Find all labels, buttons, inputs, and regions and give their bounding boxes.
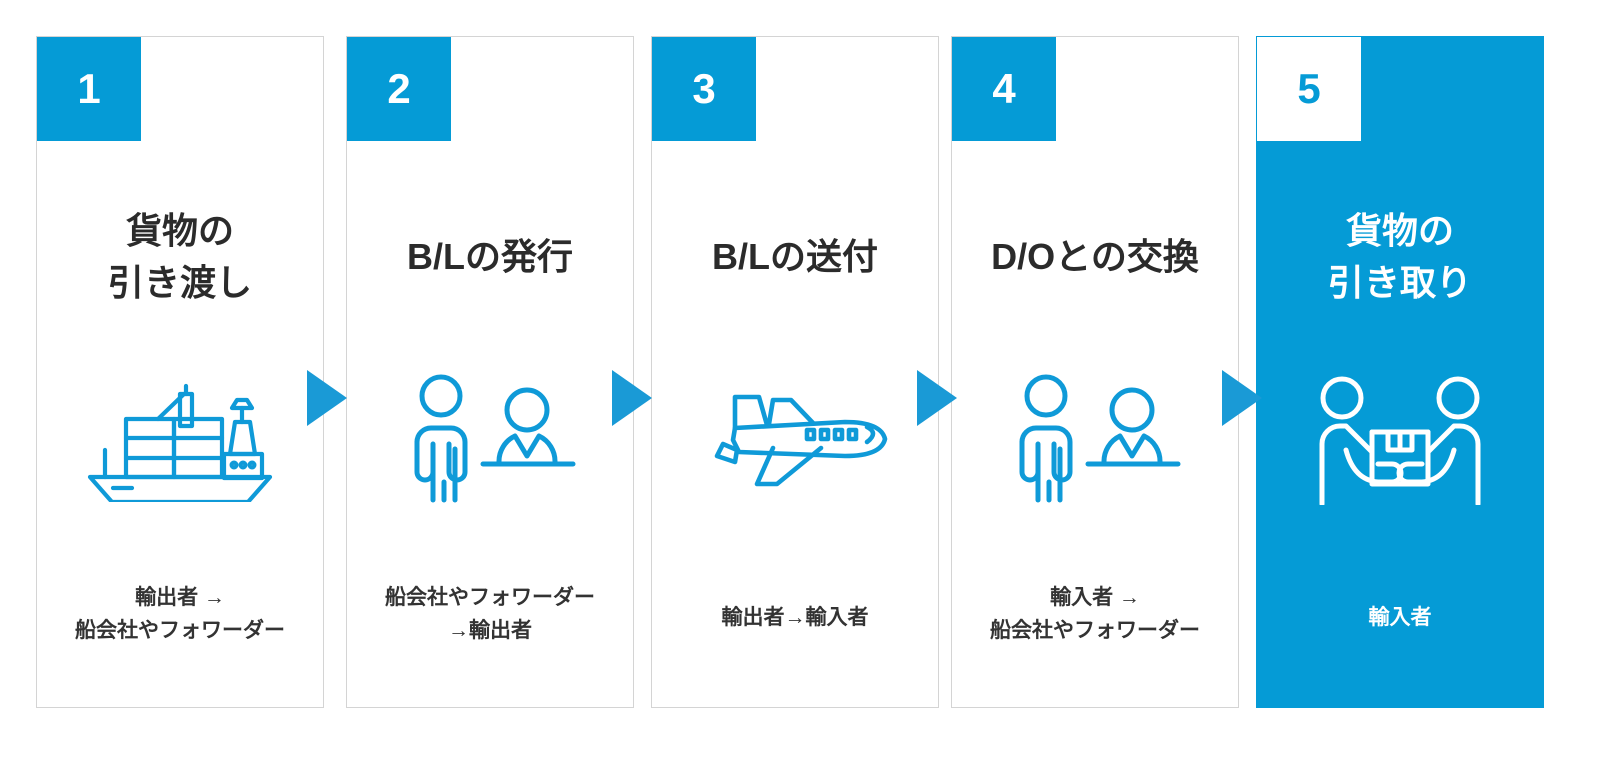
step-number-badge: 5 [1257,37,1361,141]
step-number-badge: 3 [652,37,756,141]
arrow-step4-to-step5 [1222,370,1262,426]
step-number-badge: 1 [37,37,141,141]
step-caption: 輸出者→輸入者 [652,582,938,692]
arrow-step3-to-step4 [917,370,957,426]
step-caption-line: 輸入者 → [1050,586,1140,609]
step-title-line: 貨物の [125,209,234,251]
step-caption-line: 船会社やフォワーダー [75,618,285,642]
person-at-counter-icon [952,357,1238,517]
step-title-line: B/Lの送付 [712,235,878,277]
step-title: D/Oとの交換 [952,187,1238,327]
step-caption-line: 輸出者 → [135,586,225,609]
step-title: B/Lの送付 [652,187,938,327]
step-card-1[interactable]: 1 貨物の引き渡し 輸出者 → 船会社やフォワーダー [36,36,324,708]
step-card-5[interactable]: 5 貨物の引き取り 輸入者 [1256,36,1544,708]
cargo-ship-icon [37,357,323,517]
step-caption: 船会社やフォワーダー →輸出者 [347,582,633,692]
step-title-line: 引き渡し [107,262,252,303]
airplane-icon [652,357,938,517]
step-caption: 輸入者 → 船会社やフォワーダー [952,582,1238,692]
step-title-line: 引き取り [1327,262,1472,303]
step-caption-line: 船会社やフォワーダー [385,586,595,609]
arrow-step1-to-step2 [307,370,347,426]
step-title: 貨物の引き渡し [37,187,323,327]
package-handover-icon [1257,357,1543,517]
step-caption: 輸出者 → 船会社やフォワーダー [37,582,323,692]
step-caption: 輸入者 [1257,582,1543,692]
step-title-line: B/Lの発行 [407,235,573,277]
arrow-step2-to-step3 [612,370,652,426]
person-at-counter-icon [347,357,633,517]
step-title: 貨物の引き取り [1257,187,1543,327]
step-caption-line: →輸出者 [448,618,532,642]
step-caption-line: 船会社やフォワーダー [990,618,1200,642]
step-title-line: 貨物の [1345,209,1454,251]
step-title-line: D/Oとの交換 [991,235,1199,277]
step-title: B/Lの発行 [347,187,633,327]
step-number-badge: 4 [952,37,1056,141]
step-caption-line: 輸入者 [1368,606,1432,629]
step-caption-line: 輸出者→輸入者 [721,606,869,629]
step-number-badge: 2 [347,37,451,141]
